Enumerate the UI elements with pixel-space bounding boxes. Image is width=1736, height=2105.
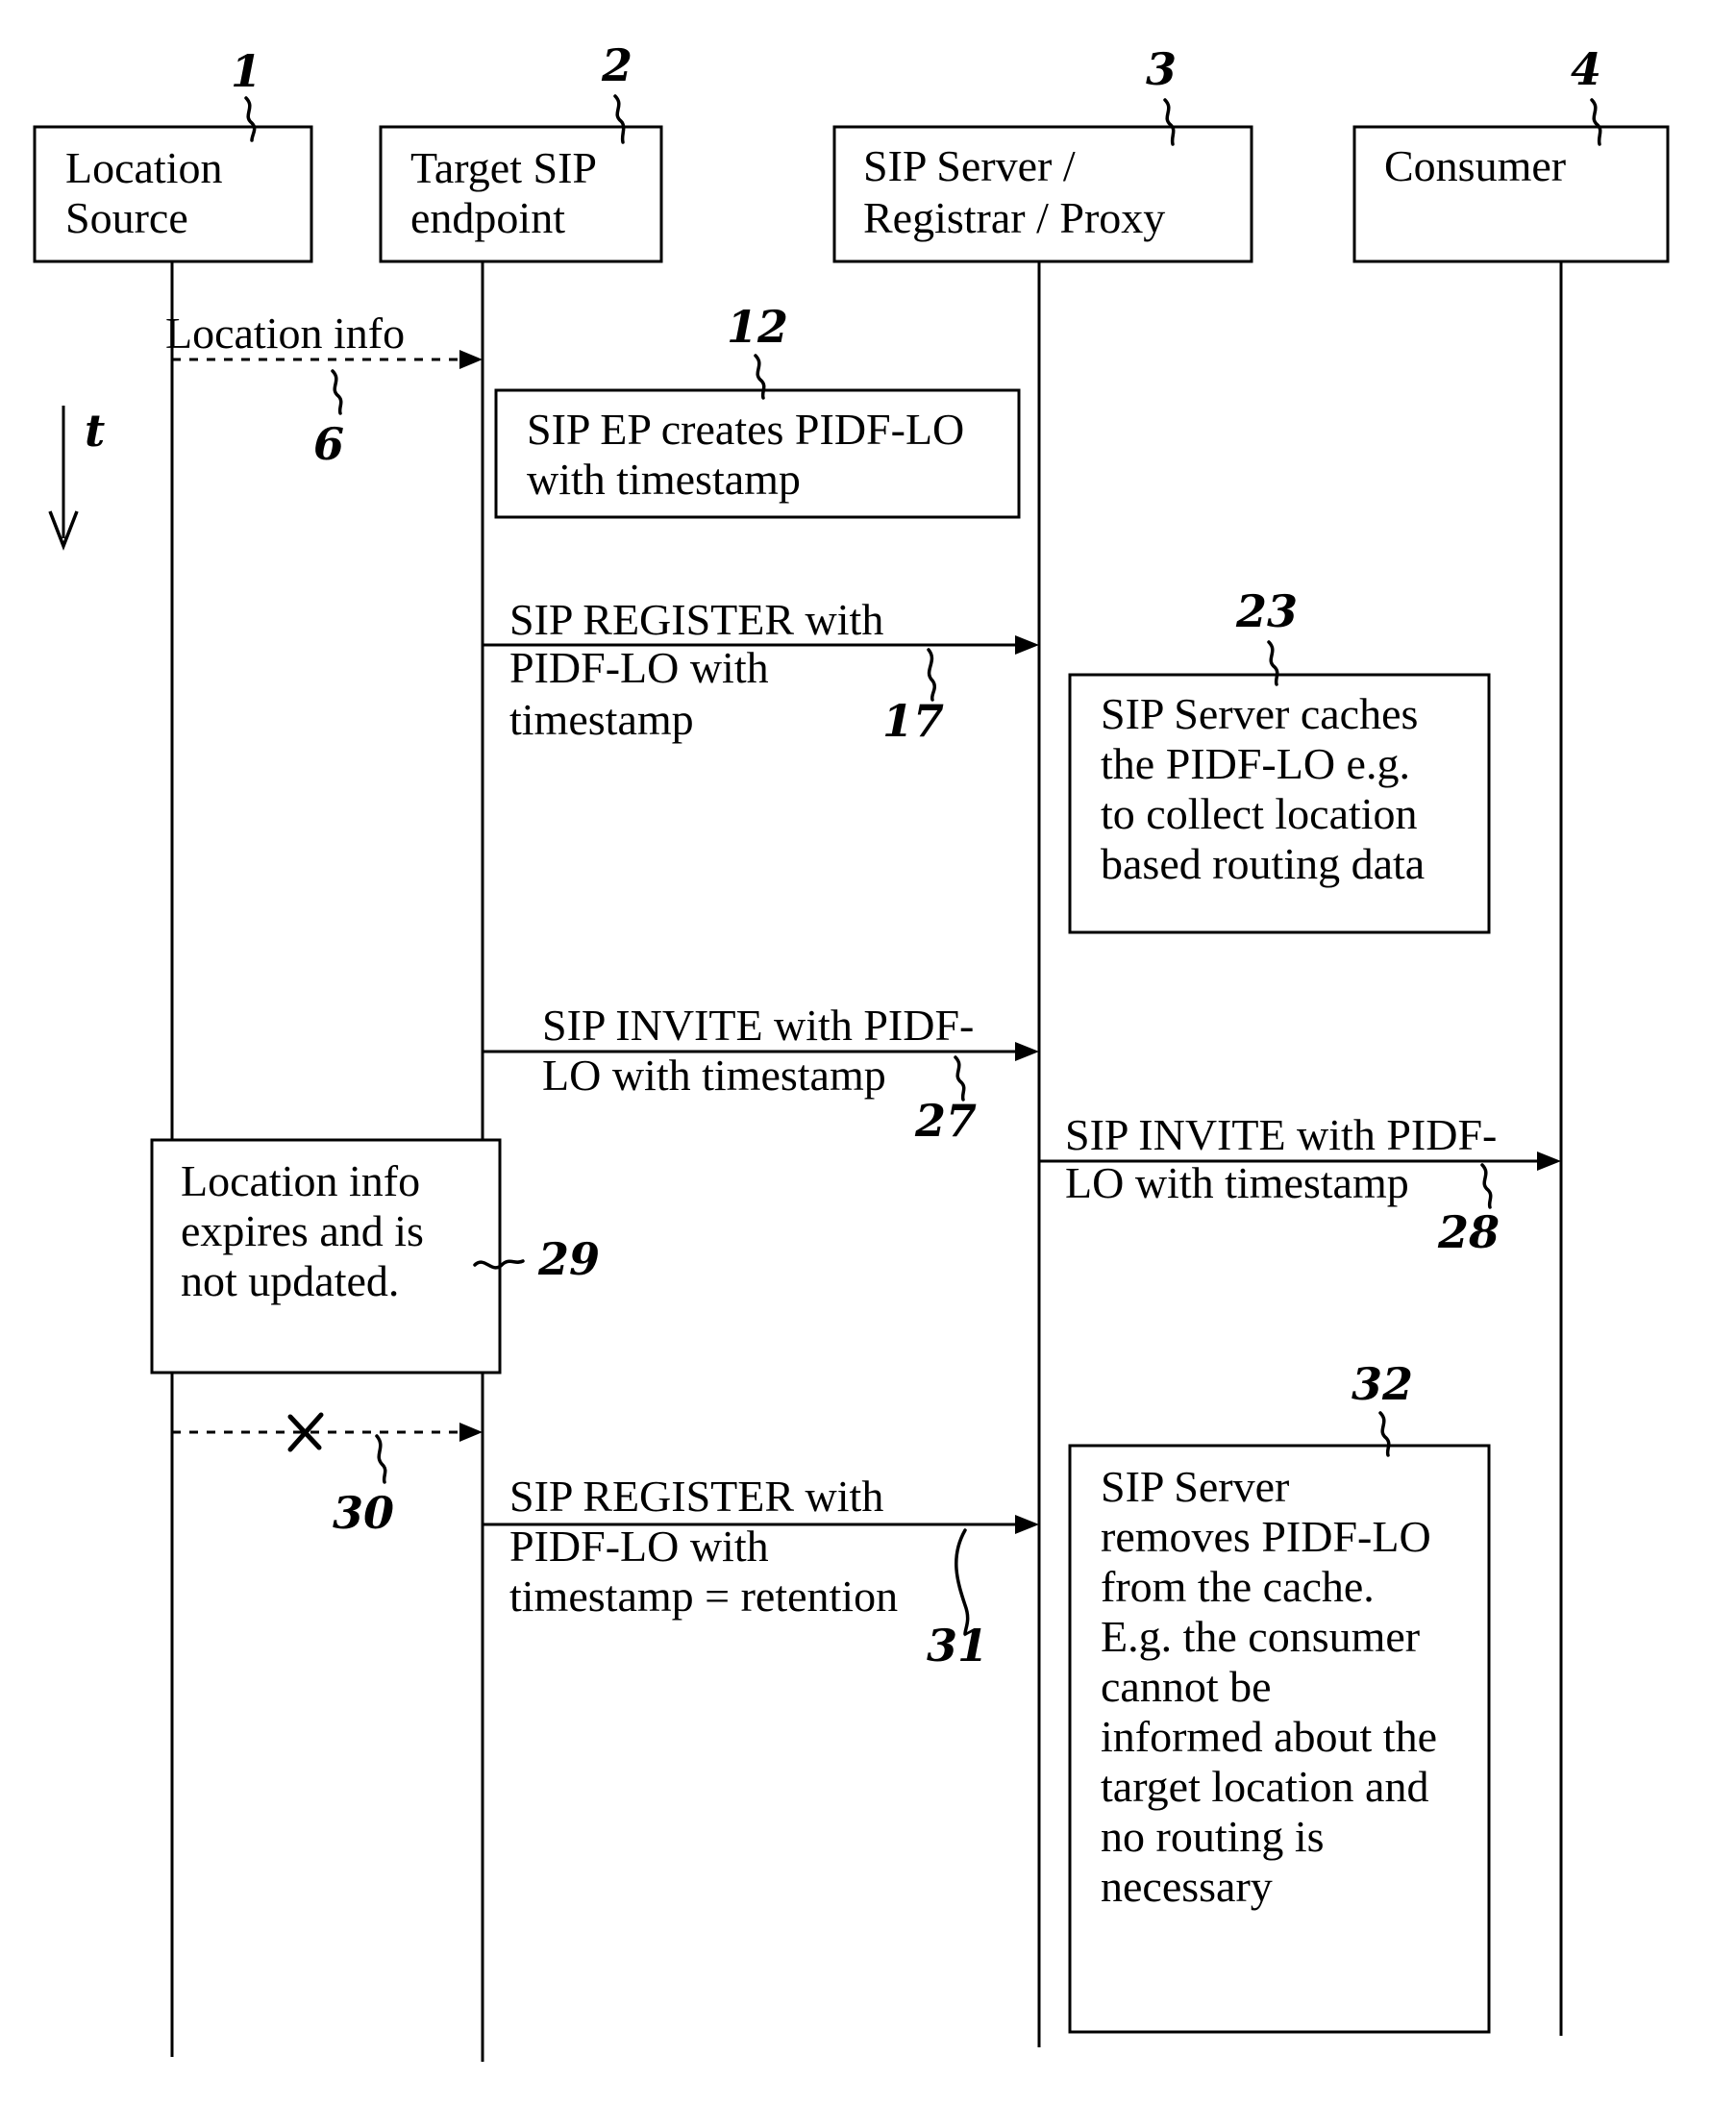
note-line: Location info — [181, 1156, 420, 1205]
message-label-line: LO with timestamp — [542, 1051, 886, 1100]
arrowhead — [459, 1423, 483, 1442]
message-label-line: timestamp = retention — [509, 1572, 898, 1621]
time-axis: t — [50, 405, 105, 546]
participant-label-line: Source — [65, 193, 188, 242]
reference-number: 32 — [1352, 1358, 1413, 1410]
note-remove: SIP Server removes PIDF-LO from the cach… — [1070, 1358, 1489, 2032]
reference-number: 23 — [1235, 585, 1298, 637]
message-label-line: LO with timestamp — [1065, 1158, 1409, 1207]
message-blocked-location: 30 — [172, 1415, 483, 1539]
leader-squiggle — [956, 1530, 968, 1634]
message-location-info: Location info 6 — [165, 309, 483, 470]
reference-number: 12 — [727, 301, 788, 353]
arrowhead — [459, 350, 483, 369]
note-line: SIP Server caches — [1101, 689, 1418, 738]
message-label-line: SIP INVITE with PIDF- — [542, 1001, 974, 1050]
reference-number: 31 — [927, 1620, 988, 1672]
participant-label-line: Target SIP — [410, 143, 597, 192]
note-line: the PIDF-LO e.g. — [1101, 739, 1410, 788]
leader-squiggle — [1482, 1165, 1491, 1207]
arrowhead — [1015, 1515, 1039, 1534]
arrowhead — [1015, 1042, 1039, 1061]
note-line: removes PIDF-LO — [1101, 1512, 1431, 1561]
note-expires: Location info expires and is not updated… — [152, 1140, 600, 1373]
time-axis-label: t — [85, 405, 105, 457]
note-line: to collect location — [1101, 789, 1418, 838]
note-line: informed about the — [1101, 1712, 1437, 1761]
message-label-line: SIP INVITE with PIDF- — [1065, 1110, 1497, 1159]
note-line: from the cache. — [1101, 1562, 1375, 1611]
leader-squiggle — [333, 371, 341, 413]
message-label-line: PIDF-LO with — [509, 1522, 769, 1571]
message-label-line: PIDF-LO with — [509, 643, 769, 692]
participant-label-line: endpoint — [410, 193, 565, 242]
participant-location-source: Location Source — [35, 127, 311, 261]
participant-sip-server: SIP Server / Registrar / Proxy — [834, 127, 1252, 261]
note-line: SIP Server — [1101, 1462, 1289, 1511]
message-invite-1: SIP INVITE with PIDF- LO with timestamp … — [483, 1001, 1039, 1147]
participant-label-line: Consumer — [1384, 141, 1566, 190]
participant-label-line: Registrar / Proxy — [863, 193, 1165, 242]
note-create-pidf: SIP EP creates PIDF-LO with timestamp 12 — [496, 301, 1019, 517]
reference-number: 29 — [537, 1233, 600, 1285]
note-line: target location and — [1101, 1762, 1428, 1811]
leader-squiggle — [377, 1436, 385, 1482]
message-register-1: SIP REGISTER with PIDF-LO with timestamp… — [483, 595, 1039, 747]
note-line: expires and is — [181, 1206, 424, 1255]
leader-squiggle — [929, 650, 934, 700]
message-label-line: timestamp — [509, 695, 694, 744]
participant-consumer: Consumer — [1354, 127, 1668, 261]
note-line: based routing data — [1101, 839, 1425, 888]
note-line: SIP EP creates PIDF-LO — [527, 405, 964, 454]
arrowhead — [1537, 1152, 1561, 1171]
note-line: no routing is — [1101, 1812, 1325, 1861]
note-line: with timestamp — [527, 455, 801, 504]
message-register-2: SIP REGISTER with PIDF-LO with timestamp… — [483, 1472, 1039, 1672]
reference-number: 6 — [313, 418, 344, 470]
participant-target-sip-endpoint: Target SIP endpoint — [381, 127, 661, 261]
reference-number: 3 — [1146, 43, 1177, 95]
note-line: cannot be — [1101, 1662, 1272, 1711]
message-label-line: SIP REGISTER with — [509, 595, 883, 644]
participant-label-line: Location — [65, 143, 223, 192]
reference-number: 27 — [914, 1095, 977, 1147]
note-line: not updated. — [181, 1256, 399, 1305]
note-line: necessary — [1101, 1862, 1273, 1911]
reference-number: 30 — [333, 1487, 394, 1539]
reference-number: 17 — [882, 695, 944, 747]
note-cache: SIP Server caches the PIDF-LO e.g. to co… — [1070, 585, 1489, 932]
reference-number: 28 — [1437, 1206, 1500, 1258]
message-invite-2: SIP INVITE with PIDF- LO with timestamp … — [1039, 1110, 1561, 1258]
message-label-line: SIP REGISTER with — [509, 1472, 883, 1521]
reference-number: 4 — [1571, 43, 1601, 95]
leader-squiggle — [955, 1057, 964, 1100]
message-label-line: Location info — [165, 309, 405, 358]
reference-number: 1 — [231, 45, 261, 97]
arrowhead — [1015, 635, 1039, 655]
participant-label-line: SIP Server / — [863, 141, 1076, 190]
reference-number: 2 — [601, 39, 632, 91]
note-line: E.g. the consumer — [1101, 1612, 1420, 1661]
